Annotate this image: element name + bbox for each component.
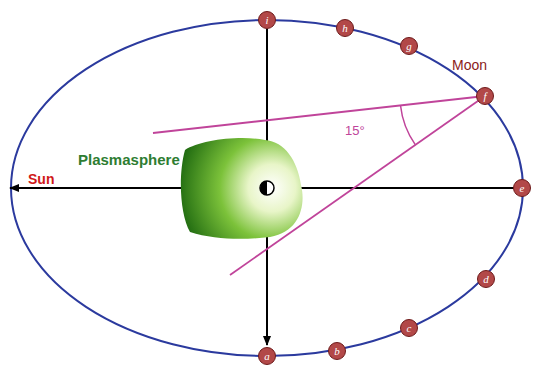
angle-arc [401, 106, 416, 145]
moon-position: h [336, 19, 354, 37]
moon-position: i [258, 11, 276, 29]
moon-position: c [400, 319, 418, 337]
position-letter: h [342, 23, 348, 34]
plasmasphere [181, 138, 303, 239]
position-letter: c [407, 323, 412, 334]
position-letter: b [334, 346, 340, 357]
position-letter: f [483, 91, 486, 102]
position-letter: a [264, 351, 270, 362]
moon-position: b [328, 342, 346, 360]
angle-label: 15° [345, 124, 365, 137]
earth-night [260, 181, 267, 195]
sun-label: Sun [28, 172, 54, 186]
orbit [11, 20, 523, 356]
earth [260, 181, 274, 195]
position-letter: g [406, 41, 412, 52]
moon-position: f [476, 87, 494, 105]
moon-label: Moon [452, 58, 487, 72]
position-letter: d [483, 274, 489, 285]
position-letter: e [520, 183, 525, 194]
moon-position: a [258, 347, 276, 365]
plasmasphere-label: Plasmasphere [78, 152, 180, 167]
moon-position: e [513, 179, 531, 197]
view-line [153, 96, 485, 133]
moon-position: d [477, 270, 495, 288]
position-letter: i [265, 15, 268, 26]
view-line [230, 96, 485, 275]
moon-position: g [400, 37, 418, 55]
